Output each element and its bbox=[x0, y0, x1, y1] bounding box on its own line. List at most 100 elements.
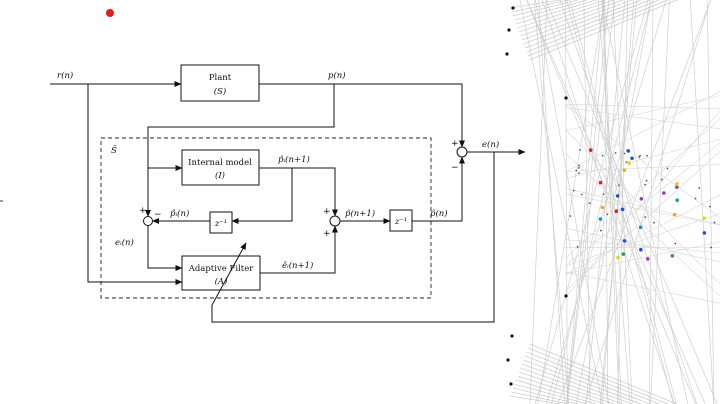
decorative-line bbox=[527, 347, 669, 404]
sign-error-minus: − bbox=[154, 210, 162, 220]
decorative-line bbox=[565, 0, 568, 404]
decorative-dot bbox=[674, 242, 677, 245]
decorative-line bbox=[564, 107, 720, 130]
decorative-line bbox=[535, 0, 610, 404]
decorative-line bbox=[564, 128, 720, 285]
decorative-dot bbox=[564, 96, 568, 100]
decorative-dot bbox=[672, 212, 677, 217]
svg-text:Adaptive Filter: Adaptive Filter bbox=[188, 264, 255, 274]
delay-block-2: z⁻¹ bbox=[389, 209, 413, 232]
decorative-line bbox=[523, 359, 642, 404]
svg-text:(S): (S) bbox=[214, 86, 226, 97]
decorative-line bbox=[551, 0, 652, 404]
signal-wires bbox=[50, 81, 526, 323]
svg-text:Plant: Plant bbox=[209, 73, 232, 83]
decorative-dot bbox=[614, 152, 617, 154]
decorative-line bbox=[564, 118, 720, 259]
decorative-dot bbox=[646, 154, 648, 157]
decorative-dot bbox=[675, 198, 680, 202]
decorative-line bbox=[564, 95, 720, 132]
decorative-line bbox=[526, 0, 706, 404]
decorative-line bbox=[564, 103, 720, 110]
sum-junction-model bbox=[329, 215, 341, 227]
decorative-line bbox=[521, 363, 633, 404]
decorative-line bbox=[520, 367, 624, 404]
decorative-dot bbox=[510, 334, 514, 338]
decorative-line bbox=[564, 139, 720, 180]
decorative-dot bbox=[625, 161, 628, 163]
decorative-dot bbox=[694, 197, 697, 200]
decorative-dot bbox=[630, 156, 634, 161]
decorative-dot bbox=[638, 225, 643, 230]
decorative-dot bbox=[622, 239, 627, 243]
decorative-dot bbox=[638, 156, 641, 158]
decorative-line bbox=[564, 241, 720, 275]
decorative-line bbox=[564, 227, 720, 263]
decorative-dot bbox=[709, 205, 711, 208]
decorative-line bbox=[602, 0, 622, 404]
decorative-line bbox=[515, 0, 597, 25]
delay-block-1: z⁻¹ bbox=[209, 211, 233, 234]
decorative-line bbox=[564, 164, 720, 172]
decorative-line bbox=[564, 193, 720, 226]
decorative-dot bbox=[598, 217, 603, 221]
decorative-dot bbox=[639, 154, 642, 157]
decorative-line bbox=[601, 0, 689, 404]
decorative-dot bbox=[507, 28, 511, 32]
decorative-line bbox=[517, 0, 606, 29]
svg-text:z⁻¹: z⁻¹ bbox=[214, 219, 227, 229]
decorative-dot bbox=[662, 191, 666, 195]
decorative-dot bbox=[506, 358, 510, 362]
decorative-line bbox=[518, 0, 615, 33]
decorative-line bbox=[564, 213, 720, 267]
decorative-line bbox=[512, 0, 579, 17]
decorative-dot bbox=[622, 168, 627, 173]
decorative-dot bbox=[580, 193, 583, 196]
decorative-line bbox=[537, 0, 605, 404]
decorative-dot bbox=[617, 184, 620, 187]
decorative-dot bbox=[578, 164, 580, 167]
label-r: r(n) bbox=[57, 70, 73, 81]
decorative-line bbox=[564, 271, 720, 304]
decorative-line bbox=[514, 0, 588, 21]
red-marker-dot bbox=[106, 9, 114, 17]
decorative-line bbox=[524, 0, 651, 49]
decorative-dot bbox=[588, 202, 591, 205]
decorative-dot bbox=[698, 186, 701, 189]
decorative-dot bbox=[627, 161, 632, 166]
label-ptilde: p̃(n) bbox=[430, 208, 448, 219]
decorative-line bbox=[566, 0, 674, 404]
decorative-dot bbox=[713, 221, 716, 224]
label-ei: eᵢ(n) bbox=[115, 237, 134, 248]
svg-text:z⁻¹: z⁻¹ bbox=[394, 217, 407, 227]
decorative-line bbox=[526, 351, 660, 404]
decorative-dot bbox=[644, 183, 647, 186]
label-ei-next: êᵢ(n+1) bbox=[282, 260, 313, 271]
decorative-dot bbox=[621, 252, 626, 256]
decorative-dot bbox=[645, 179, 648, 182]
decorative-line bbox=[689, 0, 715, 404]
decorative-dot bbox=[588, 148, 593, 152]
decorative-dot bbox=[569, 215, 572, 217]
decorative-line bbox=[518, 371, 615, 404]
decorative-dot bbox=[620, 207, 625, 212]
decorative-line bbox=[517, 375, 606, 404]
decorative-line bbox=[566, 0, 604, 404]
label-pi: p̂ᵢ(n) bbox=[170, 208, 189, 219]
decorative-line bbox=[524, 355, 651, 404]
decorative-dot bbox=[710, 246, 712, 249]
decorative-line bbox=[650, 0, 670, 404]
decorative-line bbox=[511, 391, 570, 404]
decorative-network-graphic bbox=[505, 0, 720, 404]
decorative-line bbox=[597, 0, 631, 404]
decorative-dot bbox=[616, 255, 620, 260]
decorative-line bbox=[519, 0, 603, 404]
decorative-line bbox=[564, 151, 720, 292]
decorative-line bbox=[584, 0, 711, 404]
decorative-line bbox=[575, 0, 652, 404]
sign-output-plus: + bbox=[451, 139, 459, 149]
decorative-line bbox=[564, 152, 720, 297]
decorative-line bbox=[526, 0, 697, 404]
decorative-dot bbox=[644, 216, 646, 219]
